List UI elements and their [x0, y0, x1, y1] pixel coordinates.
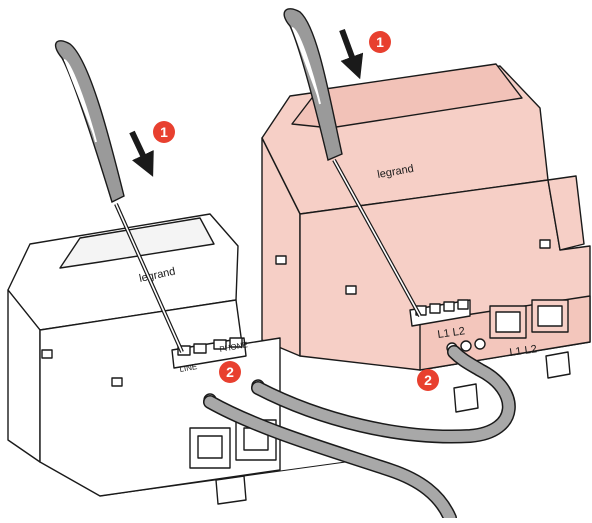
- right-device: [261, 63, 591, 413]
- svg-text:2: 2: [226, 364, 234, 380]
- left-din-clip: [215, 475, 247, 505]
- right-din-clip: [453, 383, 479, 413]
- arrow-down-icon: [129, 130, 154, 177]
- right-device-side: [547, 175, 585, 251]
- screwdriver-left: [54, 40, 184, 353]
- cables: [203, 345, 516, 523]
- step-badge-2-left: 2: [219, 361, 241, 383]
- right-port-label: L1 L2: [509, 343, 538, 359]
- left-device-face: [39, 299, 281, 497]
- left-terminal-label-line: LINE: [179, 362, 198, 374]
- svg-text:1: 1: [160, 124, 168, 140]
- step-badge-1-left: 1: [153, 121, 175, 143]
- left-device-top-ridge: [59, 217, 215, 269]
- svg-text:1: 1: [376, 34, 384, 50]
- step-badge-1-right: 1: [369, 31, 391, 53]
- arrow-down-icon: [339, 28, 364, 80]
- step-badge-2-right: 2: [417, 369, 439, 391]
- screwdriver-right: [283, 8, 422, 317]
- svg-text:2: 2: [424, 372, 432, 388]
- right-terminal-label: L1 L2: [437, 325, 466, 341]
- left-device: [7, 213, 361, 505]
